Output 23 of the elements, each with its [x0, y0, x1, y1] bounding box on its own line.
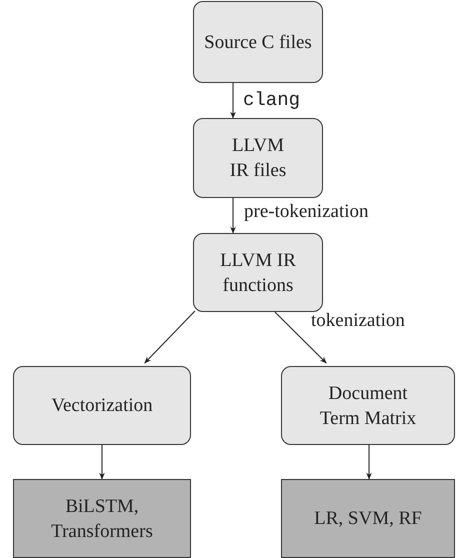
arrow: [144, 310, 196, 364]
process-box: [13, 479, 191, 558]
edge-label: tokenization: [311, 310, 405, 332]
arrow: [230, 82, 236, 119]
process-box: [281, 366, 455, 445]
box-label: LLVM IR functions: [219, 248, 297, 298]
arrow: [230, 198, 236, 234]
box-label: BiLSTM, Transformers: [50, 494, 154, 544]
edge-label: clang: [243, 89, 300, 111]
arrow: [274, 312, 327, 364]
process-box: [281, 479, 455, 558]
process-box: [13, 366, 191, 445]
box-label: LR, SVM, RF: [314, 507, 422, 531]
arrow: [99, 444, 105, 480]
process-box: [193, 1, 323, 83]
box-label: LLVM IR files: [228, 134, 288, 183]
arrow: [366, 444, 372, 480]
box-label: Document Term Matrix: [318, 382, 418, 430]
process-box: [193, 233, 323, 312]
box-label: Vectorization: [51, 394, 153, 418]
box-label: Source C files: [204, 30, 312, 54]
edge-label: pre-tokenization: [244, 201, 369, 223]
process-box: [193, 118, 323, 198]
